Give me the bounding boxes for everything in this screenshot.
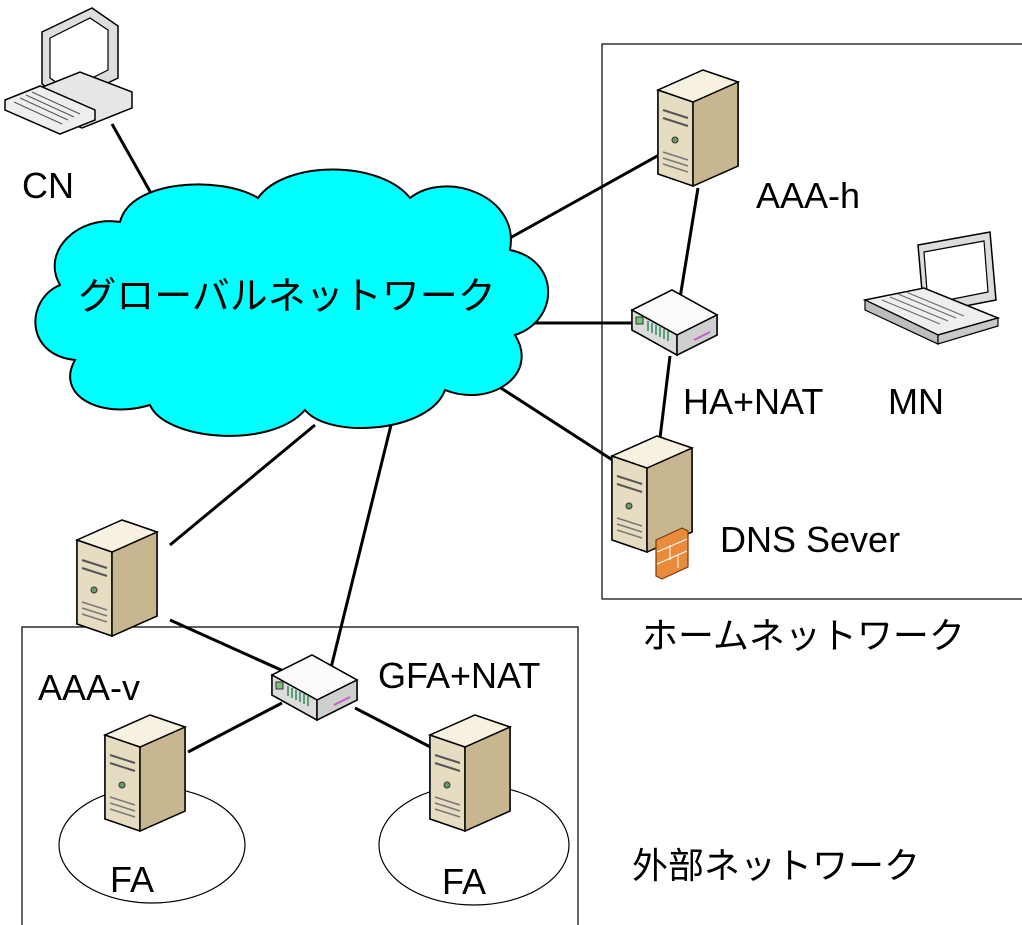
- ha-nat-router-icon: [631, 289, 718, 356]
- aaa-h-label: AAA-h: [756, 175, 860, 216]
- dns-server-label: DNS Sever: [720, 519, 900, 560]
- foreign-network-region: [21, 626, 579, 925]
- mn-label: MN: [888, 381, 944, 422]
- cn-label: CN: [22, 165, 74, 206]
- aaa-v-server-icon: [76, 519, 158, 637]
- global-network-cloud: [34, 168, 550, 437]
- gfa-nat-label: GFA+NAT: [378, 655, 540, 696]
- gfa-nat-router-icon: [271, 654, 358, 721]
- ha-nat-label: HA+NAT: [683, 381, 823, 422]
- mn-laptop-icon: [862, 231, 1001, 345]
- fa-right-label: FA: [442, 861, 486, 902]
- aaa-v-label: AAA-v: [38, 667, 140, 708]
- cn-computer-icon: [4, 7, 133, 135]
- fa-left-server-icon: [104, 714, 186, 832]
- cloud-label: グローバルネットワーク: [78, 274, 496, 318]
- aaa-h-server-icon: [657, 69, 739, 187]
- fa-right-server-icon: [429, 714, 511, 832]
- fa-left-label: FA: [110, 859, 154, 900]
- foreign-network-label: 外部ネットワーク: [632, 846, 920, 887]
- firewall-icon: [655, 527, 689, 580]
- home-network-label: ホームネットワーク: [642, 616, 965, 657]
